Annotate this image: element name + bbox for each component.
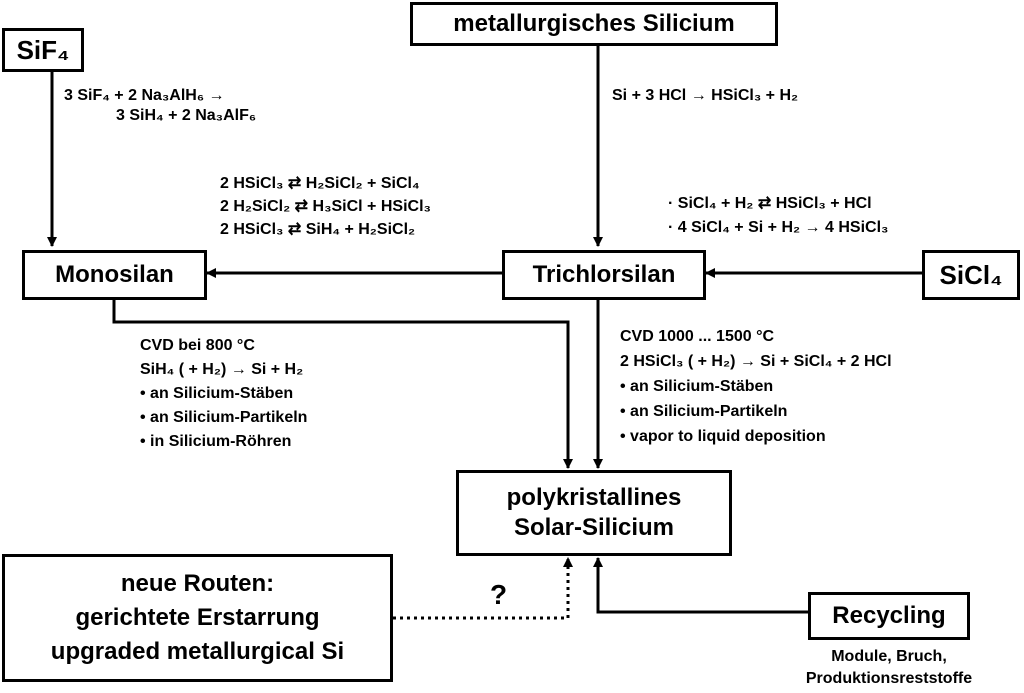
node-polysilicon-line1: polykristallines <box>506 484 682 511</box>
label-hcl-reaction-text: Si + 3 HCl → HSiCl₃ + H₂ <box>612 87 799 104</box>
node-metallurgical-label: metallurgisches Silicium <box>453 10 735 37</box>
node-monosilan: Monosilan <box>22 250 207 300</box>
label-cvd-trichlorsilane-line1: CVD 1000 ... 1500 °C <box>620 328 775 345</box>
label-cvd-silane-line4: • an Silicium-Partikeln <box>140 409 308 426</box>
label-cvd-silane-line5: • in Silicium-Röhren <box>140 433 292 450</box>
node-sicl4-label: SiCl₄ <box>939 259 1003 290</box>
label-dismutation-line2: 2 H₂SiCl₂ ⇄ H₃SiCl + HSiCl₃ <box>220 198 431 215</box>
label-cvd-silane-line3: • an Silicium-Stäben <box>140 385 294 402</box>
label-cvd-trichlorsilane-line2: 2 HSiCl₃ ( + H₂) → Si + SiCl₄ + 2 HCl <box>620 353 892 370</box>
label-question-mark: ? <box>490 580 507 610</box>
label-cvd-trichlorsilane: CVD 1000 ... 1500 °C 2 HSiCl₃ ( + H₂) → … <box>620 324 892 449</box>
node-recycling: Recycling <box>808 592 970 640</box>
label-cvd-trichlorsilane-line3: • an Silicium-Stäben <box>620 378 774 395</box>
label-sif4-reaction: 3 SiF₄ + 2 Na₃AlH₆ → 3 SiH₄ + 2 Na₃AlF₆ <box>64 86 256 126</box>
node-metallurgical-silicon: metallurgisches Silicium <box>410 2 778 46</box>
label-recycling-sources-line1: Module, Bruch, <box>831 648 947 665</box>
label-cvd-silane-line1: CVD bei 800 °C <box>140 337 255 354</box>
label-cvd-silane-line2: SiH₄ ( + H₂) → Si + H₂ <box>140 361 304 378</box>
label-cvd-trichlorsilane-line4: • an Silicium-Partikeln <box>620 403 788 420</box>
label-sicl4-reactions: · SiCl₄ + H₂ ⇄ HSiCl₃ + HCl · 4 SiCl₄ + … <box>668 192 888 240</box>
node-polysilicon: polykristallines Solar-Silicium <box>456 470 732 556</box>
label-dismutation: 2 HSiCl₃ ⇄ H₂SiCl₂ + SiCl₄ 2 H₂SiCl₂ ⇄ H… <box>220 172 431 241</box>
arrow-newroutes-to-polysilicon <box>393 557 573 620</box>
node-sif4-label: SiF₄ <box>16 34 70 65</box>
label-hcl-reaction: Si + 3 HCl → HSiCl₃ + H₂ <box>612 86 798 106</box>
label-sicl4-reactions-line1: · SiCl₄ + H₂ ⇄ HSiCl₃ + HCl <box>668 195 872 212</box>
node-sicl4: SiCl₄ <box>922 250 1020 300</box>
node-new-routes-line1: neue Routen: <box>120 570 275 597</box>
node-recycling-label: Recycling <box>832 602 946 629</box>
node-new-routes-line2: gerichtete Erstarrung <box>75 604 320 631</box>
label-cvd-trichlorsilane-line5: • vapor to liquid deposition <box>620 428 826 445</box>
label-recycling-sources-line2: Produktionsreststoffe <box>805 670 973 687</box>
label-cvd-silane: CVD bei 800 °C SiH₄ ( + H₂) → Si + H₂ • … <box>140 334 307 454</box>
node-polysilicon-line2: Solar-Silicium <box>513 514 675 541</box>
arrow-recycling-to-polysilicon <box>593 557 808 614</box>
label-question-mark-text: ? <box>490 579 508 610</box>
node-new-routes: neue Routen: gerichtete Erstarrung upgra… <box>2 554 393 682</box>
arrow-monosilan-to-polysilicon <box>112 300 573 469</box>
node-trichlorsilan-label: Trichlorsilan <box>532 261 676 288</box>
label-recycling-sources: Module, Bruch, Produktionsreststoffe <box>786 646 992 690</box>
label-sif4-reaction-line2: 3 SiH₄ + 2 Na₃AlF₆ <box>116 107 257 124</box>
node-sif4: SiF₄ <box>2 28 84 72</box>
label-sicl4-reactions-line2: · 4 SiCl₄ + Si + H₂ → 4 HSiCl₃ <box>668 219 889 236</box>
label-dismutation-line1: 2 HSiCl₃ ⇄ H₂SiCl₂ + SiCl₄ <box>220 175 420 192</box>
node-trichlorsilan: Trichlorsilan <box>502 250 706 300</box>
label-sif4-reaction-line1: 3 SiF₄ + 2 Na₃AlH₆ → <box>64 87 225 104</box>
node-new-routes-line3: upgraded metallurgical Si <box>50 638 345 665</box>
node-monosilan-label: Monosilan <box>55 261 174 288</box>
label-dismutation-line3: 2 HSiCl₃ ⇄ SiH₄ + H₂SiCl₂ <box>220 221 416 238</box>
